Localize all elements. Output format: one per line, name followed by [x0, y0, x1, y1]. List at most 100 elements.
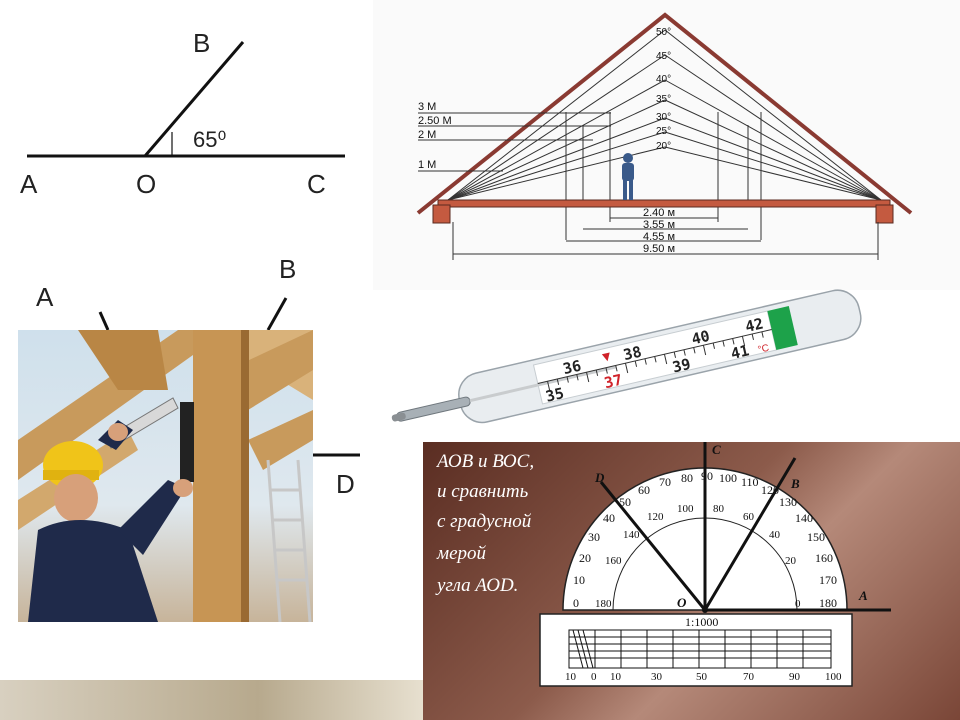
ray-ob [143, 41, 245, 157]
angle-lines [418, 29, 882, 240]
height-label-2-5m: 2.50 M [418, 115, 452, 127]
svg-text:110: 110 [741, 475, 759, 489]
svg-text:40: 40 [603, 511, 615, 525]
ray-label-b: B [790, 476, 800, 491]
worker-photo [18, 330, 313, 622]
svg-text:100: 100 [719, 471, 737, 485]
ray-label-c: C [712, 442, 721, 457]
svg-text:90: 90 [701, 469, 713, 483]
roof-angle-35: 35° [656, 94, 671, 105]
right-post [875, 204, 894, 224]
width-label-3-55: 3.55 м [643, 219, 675, 231]
therm-bottom-41: 41 [729, 341, 751, 363]
svg-text:0: 0 [591, 671, 597, 683]
svg-text:140: 140 [795, 511, 813, 525]
therm-top-40: 40 [690, 327, 712, 349]
therm-top-38: 38 [622, 343, 644, 365]
therm-top-36: 36 [561, 357, 583, 379]
svg-text:40: 40 [769, 529, 781, 541]
svg-text:70: 70 [743, 671, 755, 683]
angle-value-label: 65⁰ [193, 127, 226, 152]
thermometer-svg: 36 38 40 42 35 37 39 41 °C [391, 289, 862, 424]
therm-bottom-39: 39 [671, 355, 693, 377]
point-o-label: O [136, 169, 156, 199]
width-label-2-40: 2.40 м [643, 207, 675, 219]
roof-figure: 3 M 2.50 M 2 M 1 M 50° 45° 40° 35° 30° 2… [373, 0, 960, 290]
slide-text-line-4: мерой [436, 543, 487, 564]
svg-text:10: 10 [610, 671, 622, 683]
protractor-slide-svg: АОВ и ВОС, и сравнить с градусной мерой … [435, 442, 891, 687]
slide-text-line-1: АОВ и ВОС, [435, 451, 534, 472]
ruler-scale-label: 1:1000 [685, 615, 718, 629]
roof-angle-45: 45° [656, 51, 671, 62]
svg-text:180: 180 [819, 596, 837, 610]
therm-top-42: 42 [743, 314, 765, 336]
therm-bottom-35: 35 [544, 384, 566, 406]
thermometer-green-band [767, 306, 798, 350]
svg-text:150: 150 [807, 530, 825, 544]
point-b-label: B [193, 28, 210, 58]
ruler-numbers: 10 0 10 30 50 70 90 100 [565, 671, 842, 683]
svg-text:100: 100 [825, 671, 842, 683]
svg-text:180: 180 [595, 598, 612, 610]
svg-text:0: 0 [795, 598, 801, 610]
roof-angle-25: 25° [656, 126, 671, 137]
worker-label-d: D [336, 469, 355, 499]
height-label-3m: 3 M [418, 101, 436, 113]
ray-b-stub [266, 297, 288, 331]
therm-unit: °C [757, 343, 770, 356]
height-label-2m: 2 M [418, 129, 436, 141]
ray-label-o: O [677, 595, 687, 610]
floor-beam [437, 199, 891, 208]
roof-figure-svg: 3 M 2.50 M 2 M 1 M 50° 45° 40° 35° 30° 2… [416, 12, 913, 260]
svg-text:60: 60 [743, 511, 755, 523]
protractor-slide: АОВ и ВОС, и сравнить с градусной мерой … [423, 442, 960, 720]
thermometer-marker [601, 352, 610, 362]
svg-text:0: 0 [573, 596, 579, 610]
ruler-grid [569, 629, 831, 669]
svg-text:140: 140 [623, 529, 640, 541]
svg-text:130: 130 [779, 495, 797, 509]
worker-label-a: A [36, 282, 54, 312]
svg-text:120: 120 [647, 511, 664, 523]
roof-outline [416, 12, 913, 215]
protractor-ruler [539, 613, 853, 687]
bottom-strip [0, 680, 430, 720]
roof-angle-30: 30° [656, 112, 671, 123]
svg-text:20: 20 [579, 551, 591, 565]
therm-bottom-37: 37 [602, 371, 624, 393]
angle-figure: B 65⁰ A O C [0, 0, 370, 220]
point-a-label: A [20, 169, 38, 199]
dimension-lines [452, 217, 879, 260]
height-label-1m: 1 M [418, 159, 436, 171]
svg-text:10: 10 [565, 671, 577, 683]
svg-text:10: 10 [573, 573, 585, 587]
roof-angle-40: 40° [656, 74, 671, 85]
svg-text:100: 100 [677, 503, 694, 515]
svg-text:90: 90 [789, 671, 801, 683]
protractor-inner-scale: 180 160 140 120 100 80 60 40 20 0 [595, 503, 801, 610]
ray-label-a: A [858, 588, 868, 603]
worker-figure-svg: A B D [36, 254, 360, 499]
svg-text:170: 170 [819, 573, 837, 587]
svg-text:50: 50 [696, 671, 708, 683]
ray-a-stub [98, 311, 110, 331]
svg-text:160: 160 [605, 555, 622, 567]
svg-text:30: 30 [588, 530, 600, 544]
width-label-4-55: 4.55 м [643, 231, 675, 243]
ray-label-d: D [594, 470, 605, 485]
svg-text:80: 80 [681, 471, 693, 485]
svg-text:70: 70 [659, 475, 671, 489]
protractor-outer-scale: 0 10 20 30 40 50 60 70 80 90 100 110 120… [573, 469, 837, 610]
slide-text-line-3: с градусной [437, 511, 532, 532]
thermometer: 36 38 40 42 35 37 39 41 °C [385, 285, 885, 435]
angle-figure-svg: B 65⁰ A O C [20, 28, 345, 199]
protractor-rays [599, 442, 891, 612]
svg-text:30: 30 [651, 671, 663, 683]
slide-text-line-2: и сравнить [437, 481, 529, 502]
slide-text-line-5: угла АОD. [435, 575, 518, 596]
svg-text:160: 160 [815, 551, 833, 565]
worker-photo-svg [18, 330, 313, 622]
svg-text:60: 60 [638, 483, 650, 497]
roof-angle-20: 20° [656, 141, 671, 152]
